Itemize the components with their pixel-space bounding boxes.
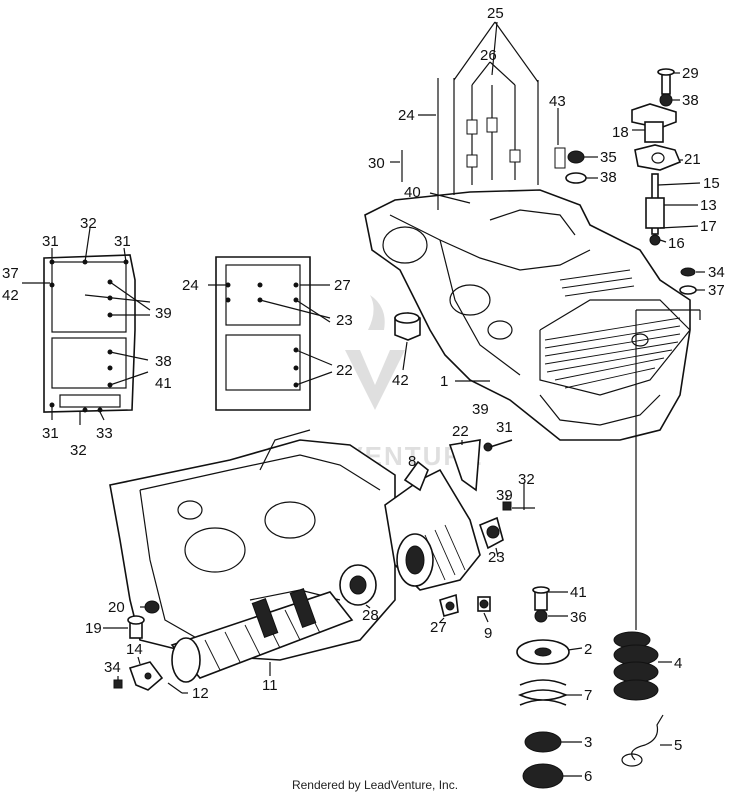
callout-7: 7 [584, 687, 592, 704]
callout-3: 3 [584, 734, 592, 751]
callout-8: 8 [408, 453, 416, 470]
callout-32b: 32 [70, 442, 87, 459]
callout-41b: 41 [570, 584, 587, 601]
callout-42: 42 [392, 372, 409, 389]
callout-16: 16 [668, 235, 685, 252]
callout-38c: 38 [155, 353, 172, 370]
callout-37: 37 [708, 282, 725, 299]
callout-11: 11 [262, 677, 278, 694]
callout-26: 26 [480, 47, 497, 64]
upper-crankcase-part-1 [364, 189, 691, 441]
callout-28: 28 [362, 607, 379, 624]
crankshaft-part-11 [170, 588, 354, 683]
callout-38b: 38 [600, 169, 617, 186]
callout-22b: 22 [452, 423, 469, 440]
callout-32: 32 [80, 215, 97, 232]
gasket-diagram-left [22, 227, 151, 425]
callout-17: 17 [700, 218, 717, 235]
callout-5: 5 [674, 737, 682, 754]
callout-24: 24 [398, 107, 415, 124]
callout-27b: 27 [430, 619, 447, 636]
callout-23b: 23 [488, 549, 505, 566]
callout-36: 36 [570, 609, 587, 626]
callout-24b: 24 [182, 277, 199, 294]
callout-27: 27 [334, 277, 351, 294]
callout-34b: 34 [104, 659, 121, 676]
shift-drum-parts [384, 439, 535, 591]
callout-39c: 39 [496, 487, 513, 504]
callout-40: 40 [404, 184, 421, 201]
callout-31d: 31 [496, 419, 513, 436]
small-fasteners-27-9 [439, 593, 491, 623]
callout-35: 35 [600, 149, 617, 166]
callout-37b: 37 [2, 265, 19, 282]
callout-25: 25 [487, 5, 504, 22]
callout-20: 20 [108, 599, 125, 616]
oil-pump-cover-parts [429, 68, 705, 295]
callout-23: 23 [336, 312, 353, 329]
callout-18: 18 [612, 124, 629, 141]
callout-38: 38 [682, 92, 699, 109]
left-lower-small-parts [103, 600, 188, 694]
callout-21: 21 [684, 151, 701, 168]
footer-credit: Rendered by LeadVenture, Inc. [291, 778, 459, 792]
callout-6: 6 [584, 768, 592, 785]
callout-39: 39 [155, 305, 172, 322]
callout-22: 22 [336, 362, 353, 379]
callout-31b: 31 [114, 233, 131, 250]
callout-4: 4 [674, 655, 682, 672]
callout-13: 13 [700, 197, 717, 214]
callout-41: 41 [155, 375, 172, 392]
callout-33: 33 [96, 425, 113, 442]
callout-43: 43 [549, 93, 566, 110]
right-stack-parts [516, 309, 701, 789]
callout-labels: 25 26 24 43 29 38 18 30 35 38 21 40 15 1… [2, 5, 725, 785]
callout-32c: 32 [518, 471, 535, 488]
callout-9: 9 [484, 625, 492, 642]
callout-1: 1 [440, 373, 448, 390]
callout-39b: 39 [472, 401, 489, 418]
callout-29: 29 [682, 65, 699, 82]
callout-2: 2 [584, 641, 592, 658]
callout-19: 19 [85, 620, 102, 637]
cylinder-studs [390, 21, 566, 210]
plug-part-42 [394, 312, 490, 382]
callout-14: 14 [126, 641, 143, 658]
callout-31: 31 [42, 233, 59, 250]
callout-15: 15 [703, 175, 720, 192]
callout-12: 12 [192, 685, 209, 702]
bearing-part-28 [339, 564, 377, 609]
callout-30: 30 [368, 155, 385, 172]
gasket-diagram-middle [208, 256, 333, 411]
callout-42b: 42 [2, 287, 19, 304]
callout-34: 34 [708, 264, 725, 281]
callout-31c: 31 [42, 425, 59, 442]
